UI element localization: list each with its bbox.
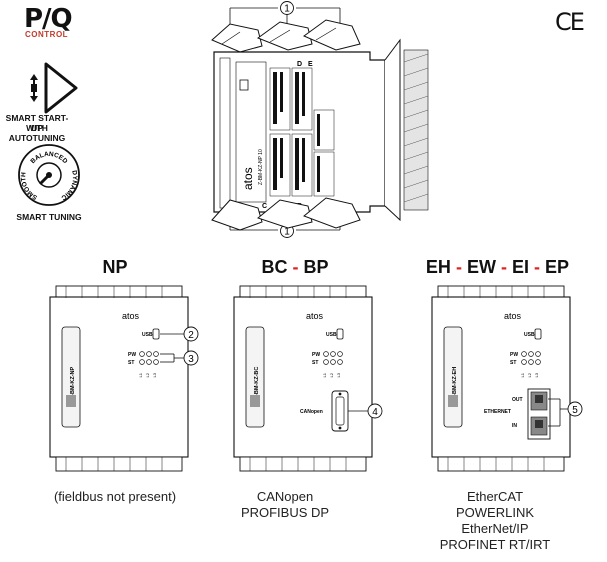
module-title-eh-ew-ei-ep: EH - EW - EI - EP — [425, 257, 570, 277]
callout-2 — [183, 326, 199, 342]
bc-port-label: CANopen — [300, 409, 323, 415]
eh-caption-4: PROFINET RT/IRT — [439, 537, 551, 552]
np-st-label: ST — [128, 360, 134, 366]
eh-led-l1: L1 — [520, 372, 525, 377]
eh-model-label: Z-BM-KZ-EH — [452, 367, 458, 399]
title-np: NP — [102, 257, 128, 277]
bc-led-l2: L2 — [329, 372, 334, 377]
eh-usb-port[interactable] — [534, 328, 542, 340]
eh-led-l2: L2 — [527, 372, 532, 377]
eh-caption-2: POWERLINK — [455, 505, 534, 520]
np-led-l1: L1 — [138, 372, 143, 377]
bc-usb-label: USB — [326, 332, 337, 338]
autotuning-label-2: WITH AUTOTUNING — [8, 123, 66, 143]
module-bc-bp-front: Z-BM-KZ-BC atos USB PW ST L1 L2 L3 CANop… — [233, 285, 383, 472]
eh-out-label: OUT — [512, 397, 523, 403]
title-eh: EH — [425, 257, 451, 277]
eh-caption-1: EtherCAT — [466, 489, 524, 504]
bc-st-label: ST — [312, 360, 318, 366]
eh-caption-3: EtherNet/IP — [461, 521, 529, 536]
title-bp: BP — [303, 257, 329, 277]
np-pw-label: PW — [128, 352, 136, 358]
bc-model-label: Z-BM-KZ-BC — [254, 367, 260, 400]
title-ep: EP — [545, 257, 570, 277]
autotuning-icon — [30, 62, 78, 114]
callout-5-text: 5 — [572, 405, 578, 416]
title-ew: EW — [466, 257, 496, 277]
bc-pw-label: PW — [312, 352, 320, 358]
title-ei: EI — [512, 257, 530, 277]
eh-brand: atos — [504, 311, 522, 321]
title-bc: BC — [261, 257, 288, 277]
bc-usb-port[interactable] — [336, 328, 344, 340]
eh-st-label: ST — [510, 360, 516, 366]
np-caption: (fieldbus not present) — [53, 489, 177, 504]
eh-usb-label: USB — [524, 332, 535, 338]
callout-1-bottom-text: 1 — [284, 227, 290, 238]
eh-in-label: IN — [512, 423, 517, 429]
callout-4-text: 4 — [372, 407, 378, 418]
callout-3 — [183, 350, 199, 366]
eh-ethernet-label: ETHERNET — [484, 409, 511, 415]
bc-caption-2: PROFIBUS DP — [240, 505, 330, 520]
callout-2-text: 2 — [188, 330, 194, 341]
np-led-l3: L3 — [152, 372, 157, 377]
bc-led-l3: L3 — [336, 372, 341, 377]
bc-brand: atos — [306, 311, 324, 321]
eh-led-array — [521, 351, 541, 365]
autotuning-label-1: SMART START-UP — [5, 113, 69, 133]
callout-1-top — [280, 1, 294, 15]
top-device-model: Z-BM-KZ-NP 10 — [258, 149, 264, 185]
ce-mark: CE — [555, 8, 585, 36]
top-device-brand: atos — [241, 167, 255, 190]
tuning-knob-icon: BALANCED DYNAMIC SMOOTH — [18, 144, 80, 206]
eh-led-l3: L3 — [534, 372, 539, 377]
tuning-label: SMART TUNING — [16, 212, 82, 222]
bc-led-l1: L1 — [322, 372, 327, 377]
module-title-np: NP — [60, 257, 170, 278]
connector-e: E — [308, 61, 313, 68]
np-brand: atos — [122, 311, 140, 321]
brand-subtitle: CONTROL — [25, 30, 69, 39]
connector-c: C — [262, 203, 267, 210]
brand-logo: P/Q — [24, 4, 73, 34]
callout-3-text: 3 — [188, 354, 194, 365]
callout-5 — [567, 401, 583, 417]
top-device-diagram: 1 1 atos Z-BM-KZ-NP 10 D E B A C — [211, 1, 429, 238]
module-ethernet-front: Z-BM-KZ-EH atos USB PW ST L1 L2 L3 OUT E… — [431, 285, 583, 472]
np-led-array — [139, 351, 159, 365]
connector-d: D — [297, 61, 302, 68]
callout-4 — [367, 403, 383, 419]
bc-caption-1: CANopen — [256, 489, 314, 504]
bc-led-array — [323, 351, 343, 365]
module-title-bc-bp: BC - BP — [261, 257, 329, 277]
callout-1-top-text: 1 — [284, 4, 290, 15]
np-usb-port[interactable] — [152, 328, 160, 340]
np-model-label: Z-BM-KZ-NP — [70, 366, 76, 399]
np-led-l2: L2 — [145, 372, 150, 377]
np-usb-label: USB — [142, 332, 153, 338]
module-np-front: Z-BM-KZ-NP atos USB PW ST L1 L2 L3 2 3 — [49, 285, 199, 472]
eh-pw-label: PW — [510, 352, 518, 358]
